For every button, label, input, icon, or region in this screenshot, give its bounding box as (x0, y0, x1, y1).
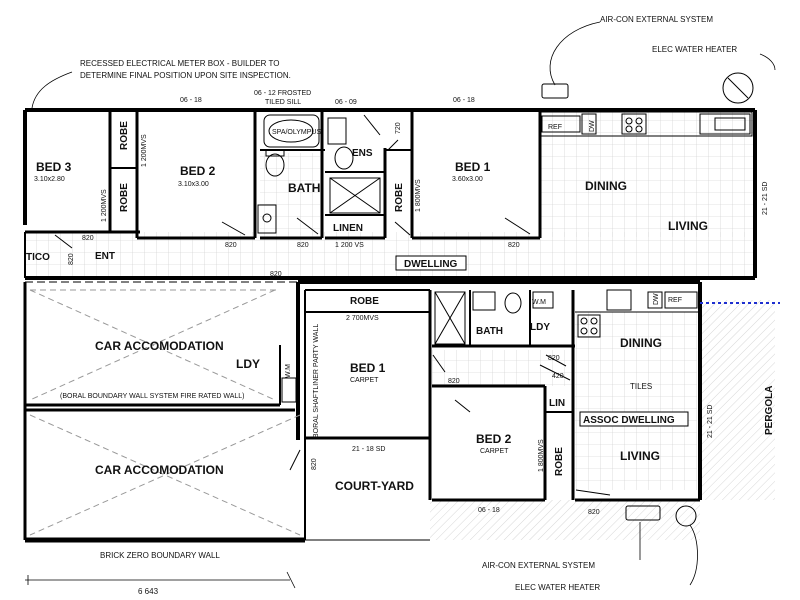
boral-wall-label: (BORAL BOUNDARY WALL SYSTEM FIRE RATED W… (60, 393, 245, 400)
assoc-fixtures (281, 289, 698, 527)
car-space-crosses (29, 289, 301, 536)
door-dim-bed1: 820 (508, 242, 520, 249)
overall-dimension: 6 643 (138, 587, 159, 596)
bed2-dim: 3.10x3.00 (178, 181, 209, 188)
assoc-dwelling-label: ASSOC DWELLING (583, 415, 675, 426)
robe-bed1: ROBE (394, 183, 405, 212)
robe-dim-2: 1 200MVS (101, 189, 108, 222)
assoc-door-dim-1: 820 (448, 378, 460, 385)
door-dim-hall: 820 (270, 271, 282, 278)
dwelling-room-labels: BED 3 3.10x2.80 BED 2 3.10x3.00 BED 1 3.… (26, 97, 769, 278)
linen-vs-dim: 1 200 VS (335, 242, 364, 249)
bed3-dim: 3.10x2.80 (34, 176, 65, 183)
aircon-top-label: AIR-CON EXTERNAL SYSTEM (600, 15, 713, 24)
assoc-window-dim: 06 - 18 (478, 507, 500, 514)
assoc-bed1-floor: CARPET (350, 377, 379, 384)
linen-label: LINEN (333, 223, 363, 234)
door-dim-bath: 820 (297, 242, 309, 249)
bath-label: BATH (288, 181, 320, 195)
living-label: LIVING (668, 219, 708, 233)
dishwasher-label: DW (589, 120, 596, 132)
assoc-door-dim-3: 820 (588, 509, 600, 516)
assoc-bed2-label: BED 2 (476, 432, 512, 446)
water-heater-bottom-label: ELEC WATER HEATER (515, 583, 600, 592)
assoc-door-swings (289, 354, 611, 496)
dim-420: 420 (552, 373, 564, 380)
bed1-dim: 3.60x3.00 (452, 176, 483, 183)
entry-label: ENT (95, 251, 115, 262)
robe-dim-1: 1 200MVS (141, 134, 148, 167)
meter-note-line2: DETERMINE FINAL POSITION UPON SITE INSPE… (80, 71, 291, 80)
dining-label: DINING (585, 179, 627, 193)
assoc-ldy-label: LDY (530, 322, 550, 333)
dwelling-fixtures (257, 72, 754, 234)
assoc-living-tiles (575, 312, 697, 490)
assoc-dwelling-label-box (579, 411, 689, 427)
frosted-sill-line1: 06 - 12 FROSTED (254, 90, 311, 97)
bed3-label: BED 3 (36, 160, 72, 174)
aircon-bottom-label: AIR-CON EXTERNAL SYSTEM (482, 561, 595, 570)
assoc-wm-label: W.M (532, 299, 546, 306)
portico-label: TICO (26, 252, 50, 263)
assoc-bed1-label: BED 1 (350, 361, 386, 375)
party-wall-label: BORAL SHAFTLINER PARTY WALL (313, 324, 320, 438)
assoc-dining-label: DINING (620, 336, 662, 350)
assoc-robe2-label: ROBE (554, 447, 565, 476)
door-dim-bed2: 820 (225, 242, 237, 249)
window-dim-1: 06 - 18 (180, 97, 202, 104)
spa-label: SPA/OLYMPUS (272, 129, 321, 136)
meter-note-line1: RECESSED ELECTRICAL METER BOX - BUILDER … (80, 59, 279, 68)
boundary-wall-label: BRICK ZERO BOUNDARY WALL (100, 551, 220, 560)
dwelling-label-box (395, 255, 467, 271)
courtyard-sd-dim: 21 - 18 SD (352, 446, 385, 453)
assoc-dishwasher-label: DW (653, 293, 660, 305)
door-dim-ent: 820 (82, 235, 94, 242)
robe-dim-3: 1 800MVS (415, 179, 422, 212)
robe-bed3-a: ROBE (119, 121, 130, 150)
assoc-bath-label: BATH (476, 326, 503, 337)
pergola-hatch (700, 300, 775, 500)
assoc-bed2-floor: CARPET (480, 448, 509, 455)
door-dim-portico: 820 (68, 253, 75, 265)
bed2-label: BED 2 (180, 164, 216, 178)
entry-hall-tiles (25, 232, 755, 277)
assoc-walls (23, 280, 702, 543)
ldy-left-label: LDY (236, 357, 260, 371)
sliding-door-dim: 21 - 21 SD (762, 182, 769, 215)
assoc-robe2-dim: 1 800MVS (538, 439, 545, 472)
frosted-sill-line2: TILED SILL (265, 99, 301, 106)
ensuite-label: ENS (352, 148, 373, 159)
car2-label: CAR ACCOMODATION (95, 463, 224, 477)
dwelling-door-swings (54, 114, 531, 249)
dwelling-walls (23, 108, 757, 280)
water-heater-top-label: ELEC WATER HEATER (652, 45, 737, 54)
robe-bed3-b: ROBE (119, 183, 130, 212)
bed1-label: BED 1 (455, 160, 491, 174)
pergola-label: PERGOLA (764, 386, 775, 435)
assoc-door-dim-2: 820 (548, 355, 560, 362)
assoc-linen-label: LIN (549, 398, 565, 409)
wm-left-label: W.M (285, 364, 292, 378)
annotation-text: RECESSED ELECTRICAL METER BOX - BUILDER … (60, 15, 737, 596)
assoc-door-dim-4: 820 (311, 458, 318, 470)
courtyard-label: COURT-YARD (335, 479, 414, 493)
car1-label: CAR ACCOMODATION (95, 339, 224, 353)
dwelling-label: DWELLING (404, 259, 458, 270)
assoc-tiles-label: TILES (630, 382, 652, 391)
annotation-leaders (25, 21, 776, 589)
window-dim-2: 06 - 09 (335, 99, 357, 106)
assoc-fridge-label: REF (668, 297, 682, 304)
fridge-label: REF (548, 124, 562, 131)
window-dim-3: 06 - 18 (453, 97, 475, 104)
assoc-living-label: LIVING (620, 449, 660, 463)
assoc-robe-label: ROBE (350, 296, 379, 307)
assoc-sliding-door-dim: 21 - 21 SD (707, 405, 714, 438)
assoc-room-labels: CAR ACCOMODATION CAR ACCOMODATION LDY W.… (95, 293, 775, 516)
dim-720: 720 (395, 122, 402, 134)
assoc-robe-dim: 2 700MVS (346, 315, 379, 322)
